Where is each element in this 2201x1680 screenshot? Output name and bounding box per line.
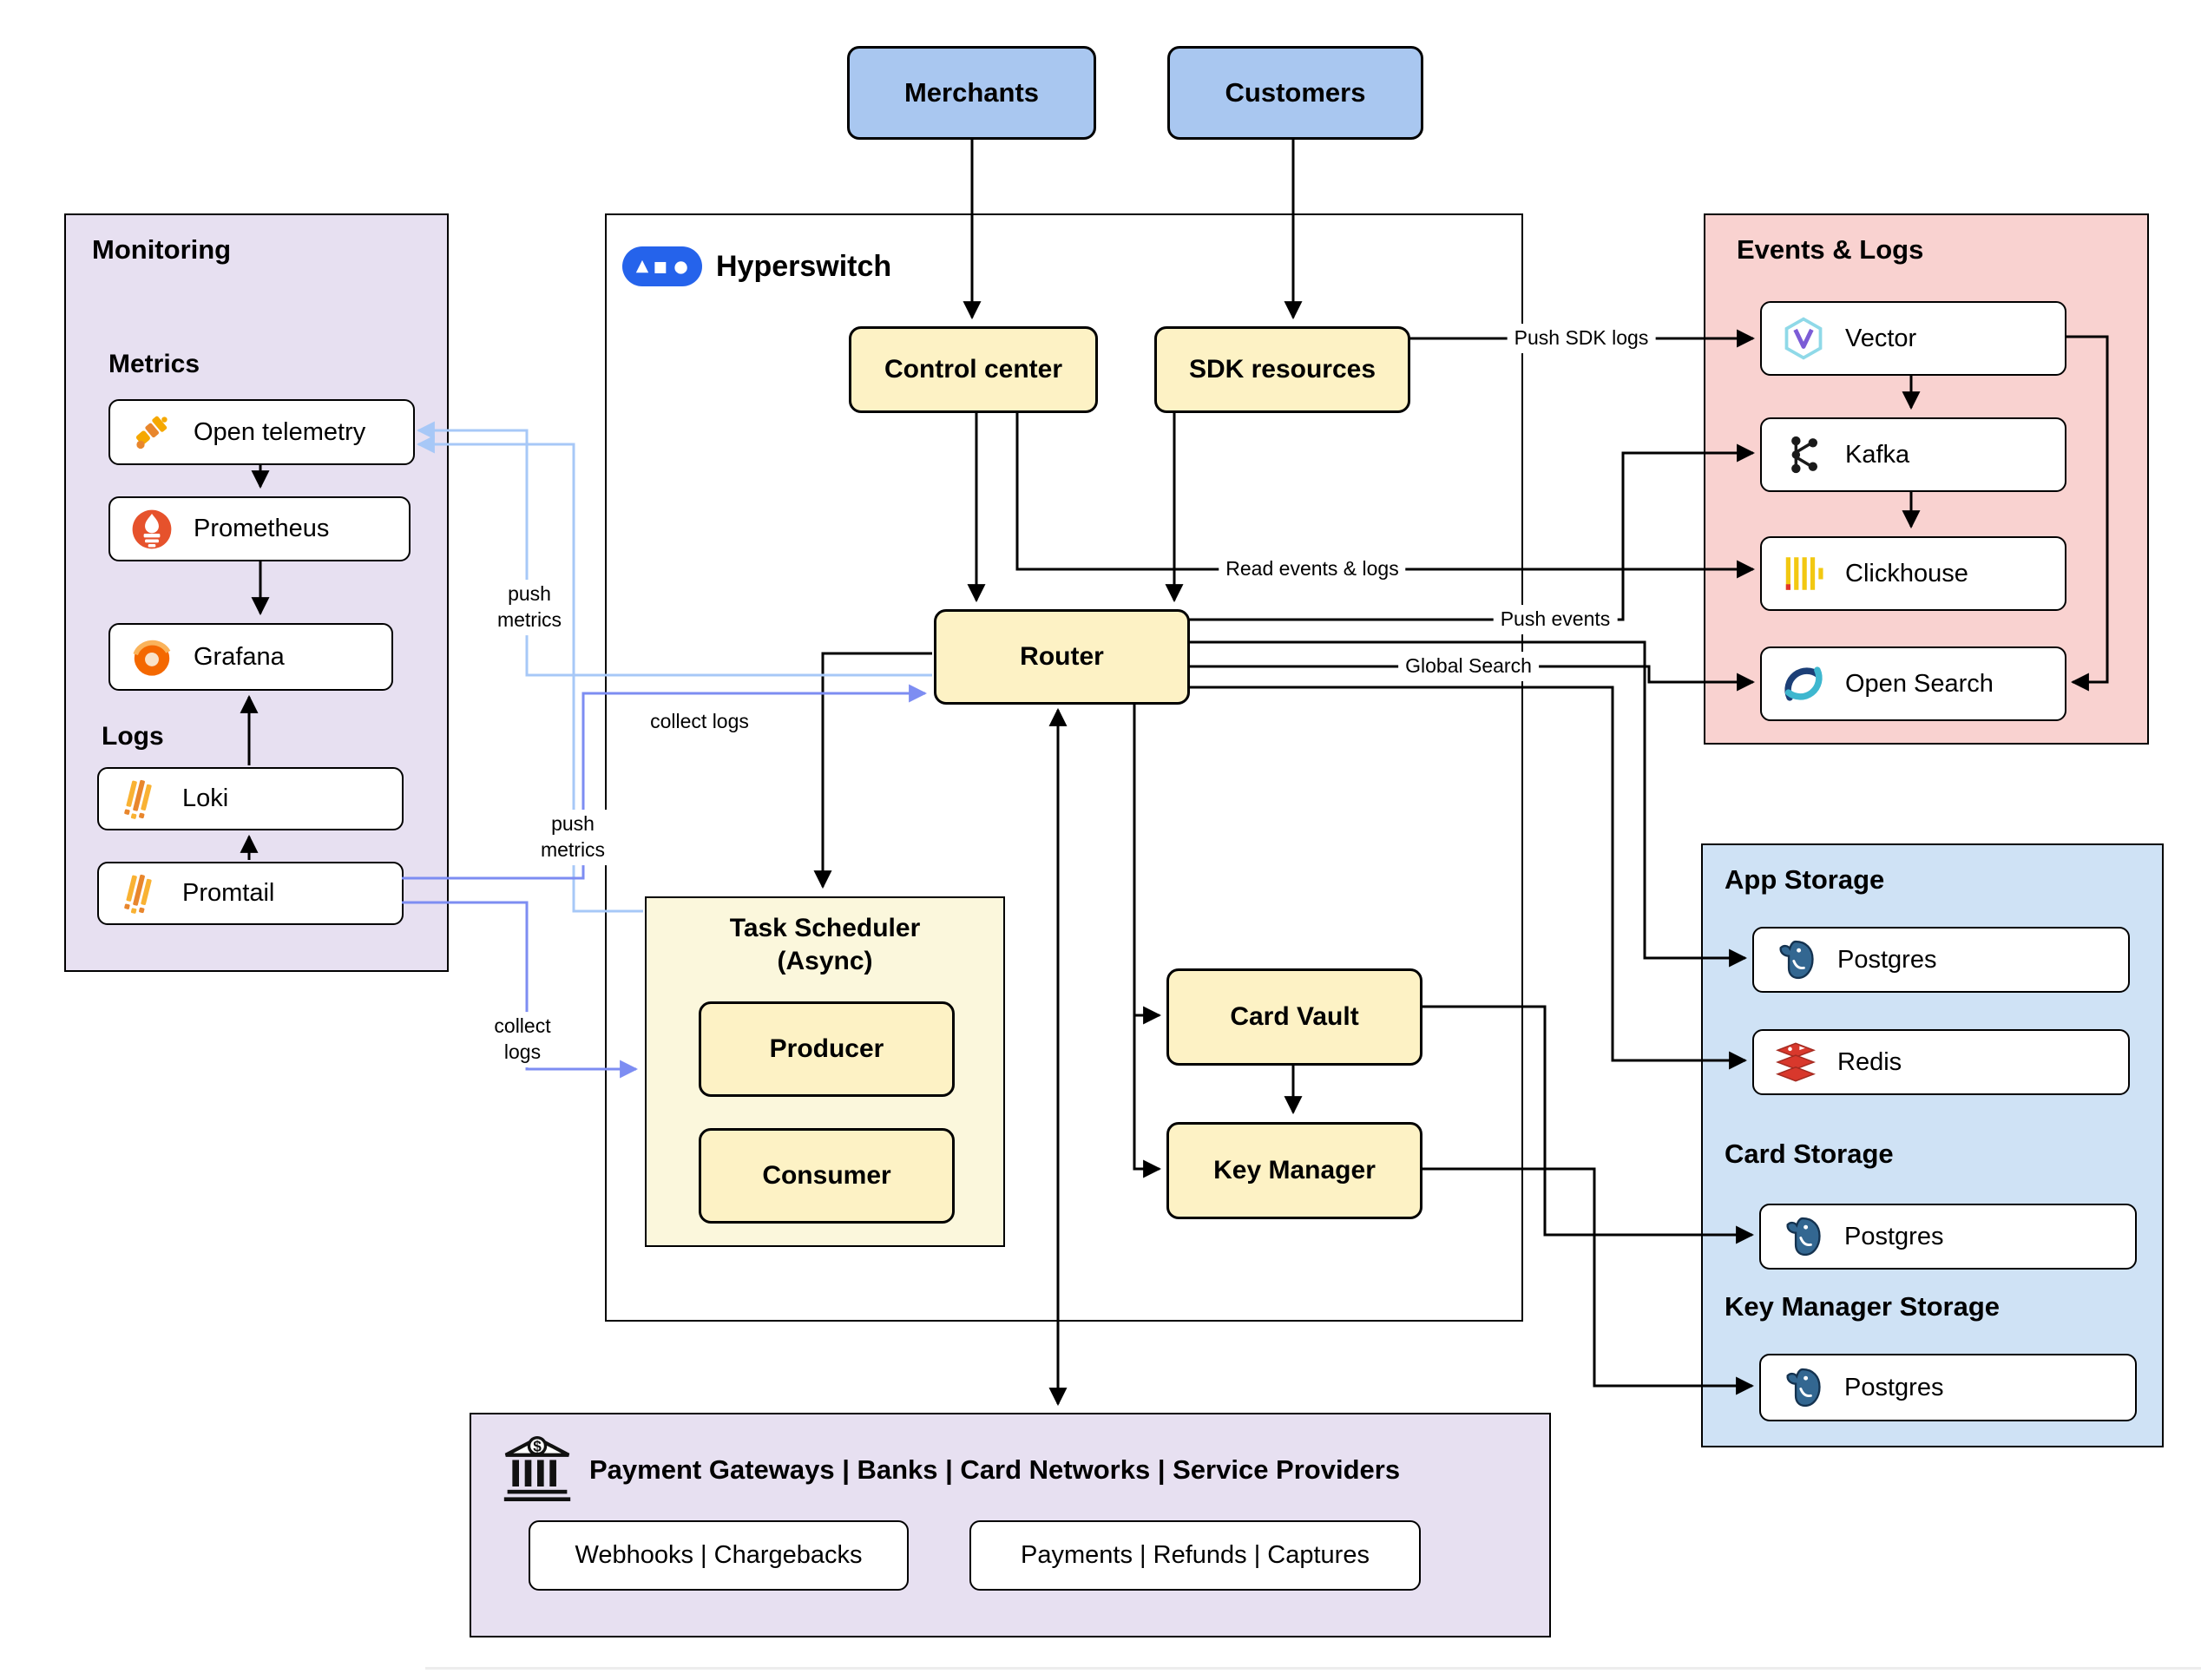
promtail-node: Promtail: [97, 862, 404, 925]
monitoring-panel: Monitoring Metrics Open telemetry Promet…: [64, 213, 449, 972]
redis-node: Redis: [1752, 1029, 2130, 1095]
redis-label: Redis: [1837, 1047, 1902, 1076]
key-manager-node: Key Manager: [1166, 1122, 1422, 1219]
promtail-icon: [118, 871, 163, 916]
vector-icon: [1781, 316, 1826, 361]
key-manager-storage-title: Key Manager Storage: [1725, 1291, 2000, 1322]
push-events-label: Push events: [1493, 605, 1618, 634]
loki-icon: [118, 777, 163, 822]
webhooks-chargebacks-node: Webhooks | Chargebacks: [529, 1520, 909, 1591]
merchants-label: Merchants: [903, 77, 1040, 108]
open-search-icon: [1781, 661, 1826, 706]
metrics-section-label: Metrics: [108, 350, 200, 378]
payment-gateways-title: Payment Gateways | Banks | Card Networks…: [589, 1454, 1401, 1485]
customers-label: Customers: [1225, 77, 1366, 108]
open-telemetry-label: Open telemetry: [194, 417, 366, 446]
grafana-label: Grafana: [194, 642, 285, 671]
open-telemetry-node: Open telemetry: [108, 399, 415, 465]
open-telemetry-icon: [129, 410, 174, 455]
sdk-resources-node: SDK resources: [1154, 326, 1410, 413]
kafka-label: Kafka: [1845, 440, 1910, 469]
card-vault-label: Card Vault: [1230, 1002, 1359, 1032]
merchants-node: Merchants: [847, 46, 1096, 140]
global-search-label: Global Search: [1398, 652, 1539, 681]
prometheus-label: Prometheus: [194, 515, 330, 542]
push-metrics-label-1: push metrics: [489, 580, 569, 635]
logs-section-label: Logs: [102, 722, 164, 751]
loki-node: Loki: [97, 767, 404, 830]
kafka-node: Kafka: [1760, 417, 2066, 492]
storage-panel: App Storage Postgres Redis Card Storage …: [1701, 843, 2164, 1447]
collect-logs-label-1: collect logs: [643, 707, 756, 737]
hyperswitch-logo: [622, 246, 702, 286]
router-node: Router: [934, 609, 1190, 705]
clickhouse-icon: [1781, 551, 1826, 596]
prometheus-node: Prometheus: [108, 496, 411, 561]
consumer-label: Consumer: [762, 1161, 891, 1191]
postgres-icon: [1780, 1214, 1825, 1259]
grafana-icon: [129, 634, 174, 679]
bank-icon: [501, 1432, 574, 1505]
grafana-node: Grafana: [108, 623, 393, 691]
producer-node: Producer: [699, 1001, 955, 1097]
consumer-node: Consumer: [699, 1128, 955, 1224]
postgres-icon: [1780, 1365, 1825, 1410]
clickhouse-node: Clickhouse: [1760, 536, 2066, 611]
open-search-label: Open Search: [1845, 669, 1994, 698]
card-postgres-node: Postgres: [1759, 1204, 2137, 1270]
events-logs-title: Events & Logs: [1737, 234, 1924, 265]
app-storage-title: App Storage: [1725, 864, 1885, 895]
push-sdk-logs-label: Push SDK logs: [1507, 324, 1656, 353]
vector-label: Vector: [1845, 324, 1917, 352]
vector-node: Vector: [1760, 301, 2066, 376]
control-center-node: Control center: [849, 326, 1098, 413]
key-manager-postgres-label: Postgres: [1844, 1373, 1944, 1401]
key-manager-postgres-node: Postgres: [1759, 1354, 2137, 1421]
app-postgres-node: Postgres: [1752, 927, 2130, 993]
collect-logs-label-2: collect logs: [487, 1012, 558, 1067]
clickhouse-label: Clickhouse: [1845, 559, 1968, 587]
app-postgres-label: Postgres: [1837, 945, 1937, 974]
read-events-logs-label: Read events & logs: [1219, 555, 1406, 584]
key-manager-label: Key Manager: [1213, 1156, 1376, 1185]
task-scheduler-node: Task Scheduler (Async) Producer Consumer: [645, 896, 1005, 1247]
monitoring-title: Monitoring: [92, 234, 232, 265]
payments-refunds-label: Payments | Refunds | Captures: [1021, 1541, 1370, 1569]
task-scheduler-label: Task Scheduler (Async): [729, 914, 921, 975]
webhooks-chargebacks-label: Webhooks | Chargebacks: [575, 1541, 863, 1569]
customers-node: Customers: [1167, 46, 1423, 140]
sdk-resources-label: SDK resources: [1188, 355, 1376, 384]
hyperswitch-panel: Hyperswitch Control center SDK resources…: [605, 213, 1523, 1322]
card-storage-title: Card Storage: [1725, 1139, 1894, 1169]
open-search-node: Open Search: [1760, 646, 2066, 721]
card-postgres-label: Postgres: [1844, 1222, 1944, 1250]
payment-gateways-panel: Payment Gateways | Banks | Card Networks…: [470, 1413, 1551, 1637]
control-center-label: Control center: [884, 355, 1063, 384]
kafka-icon: [1781, 432, 1826, 477]
canvas-edge: [425, 1667, 2201, 1670]
hyperswitch-brand-title: Hyperswitch: [716, 250, 892, 283]
push-metrics-label-2: push metrics: [533, 810, 613, 865]
payments-refunds-node: Payments | Refunds | Captures: [969, 1520, 1421, 1591]
postgres-icon: [1773, 937, 1818, 982]
prometheus-icon: [129, 507, 174, 552]
redis-icon: [1773, 1040, 1818, 1085]
events-logs-panel: Events & Logs Vector Kafka Clickhouse Op…: [1704, 213, 2149, 745]
promtail-label: Promtail: [182, 879, 275, 907]
producer-label: Producer: [769, 1034, 884, 1064]
card-vault-node: Card Vault: [1166, 968, 1422, 1066]
router-label: Router: [1020, 642, 1104, 672]
loki-label: Loki: [182, 784, 229, 812]
